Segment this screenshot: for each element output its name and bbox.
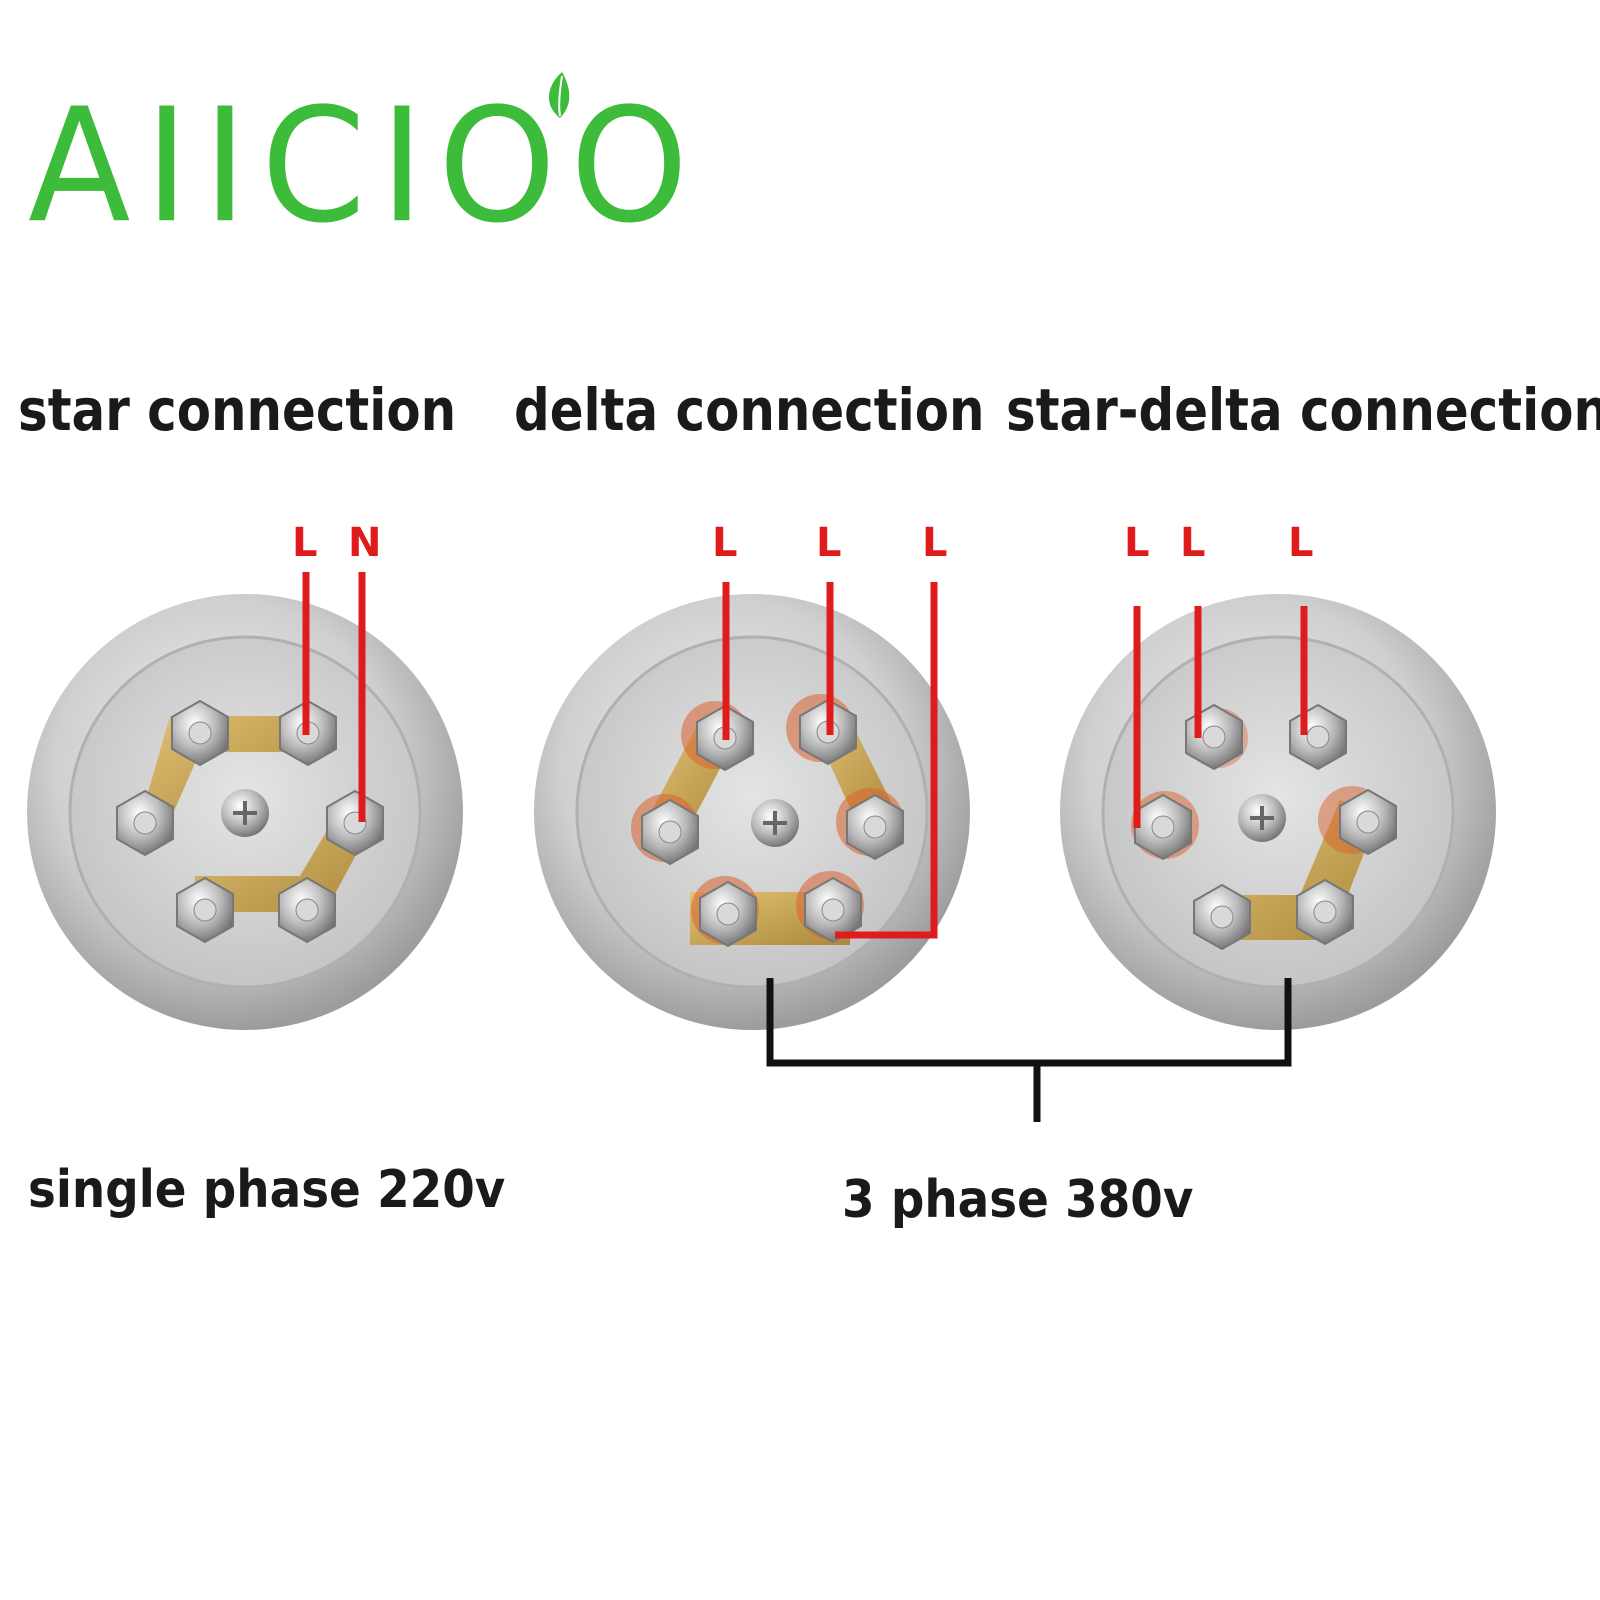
star-delta-label-l2: L [1180, 520, 1206, 566]
delta-label-l3: L [922, 520, 948, 566]
center-screw [751, 799, 799, 847]
center-screw [1238, 794, 1286, 842]
heading-star-connection: star connection [18, 376, 457, 444]
star-delta-label-l3: L [1288, 520, 1314, 566]
terminal-nut [804, 876, 862, 944]
wire-l3 [835, 582, 938, 939]
terminal-nut [641, 798, 699, 866]
three-phase-bracket [766, 978, 1292, 1067]
flange-star-delta [1060, 594, 1496, 1030]
leaf-icon [548, 72, 570, 118]
caption-single-phase: single phase 220v [28, 1160, 506, 1220]
delta-label-l1: L [712, 520, 738, 566]
brand-logo-text: AIICIOO [28, 75, 703, 259]
heading-star-delta-connection: star-delta connection [1006, 376, 1600, 444]
terminal-nut [1296, 878, 1354, 946]
terminal-nut [699, 880, 757, 948]
terminal-nut [1339, 788, 1397, 856]
flange-star [27, 572, 463, 1030]
terminal-nut [1193, 883, 1251, 951]
heading-delta-connection: delta connection [514, 376, 985, 444]
terminal-nut [176, 876, 234, 944]
caption-three-phase: 3 phase 380v [842, 1170, 1194, 1230]
terminal-nut [846, 793, 904, 861]
brand-logo: AIICIOO [20, 30, 688, 245]
terminal-nut [171, 699, 229, 767]
center-screw [221, 789, 269, 837]
terminal-nut [116, 789, 174, 857]
star-delta-label-l1: L [1124, 520, 1150, 566]
flange-delta [534, 582, 970, 1030]
terminal-nut [278, 876, 336, 944]
delta-label-l2: L [816, 520, 842, 566]
star-label-l: L [292, 520, 318, 566]
terminal-nut [326, 789, 384, 857]
terminal-nut [1134, 793, 1192, 861]
star-label-n: N [348, 520, 382, 566]
